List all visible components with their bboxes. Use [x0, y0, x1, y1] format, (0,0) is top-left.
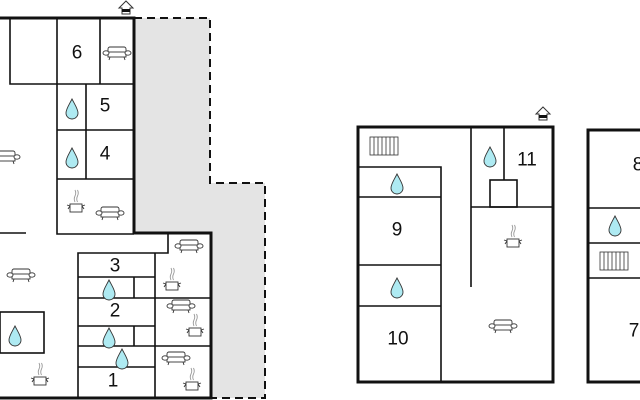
radiator-icon: [599, 251, 629, 271]
sofa-icon: [161, 351, 191, 366]
room-8-label: 8: [633, 155, 640, 176]
sofa-icon: [488, 319, 518, 334]
cooking-pot-icon: [66, 189, 86, 213]
building-left: 6 5 4 3 2 1: [0, 0, 266, 400]
cooking-pot-icon: [503, 224, 523, 248]
sofa-icon: [95, 206, 125, 221]
interior-walls: [588, 207, 640, 279]
sofa-icon: [6, 268, 36, 283]
water-drop-icon: [102, 279, 116, 301]
interior-walls: [0, 18, 211, 398]
entrance-icon: [118, 0, 134, 15]
outer-wall: [586, 128, 640, 384]
room-6-label: 6: [72, 43, 83, 64]
cooking-pot-icon: [185, 313, 205, 337]
room-2-label: 2: [110, 301, 121, 322]
room-4-label: 4: [100, 144, 111, 165]
radiator-icon: [369, 136, 399, 156]
cooking-pot-icon: [30, 362, 50, 386]
outdoor-terrace: [134, 18, 265, 398]
water-drop-icon: [8, 325, 22, 347]
cooking-pot-icon: [182, 367, 202, 391]
outer-wall: [356, 125, 555, 384]
water-drop-icon: [608, 215, 622, 237]
water-drop-icon: [390, 277, 404, 299]
room-9-label: 9: [392, 220, 403, 241]
building-middle: 9 10 11: [356, 106, 555, 384]
room-5-label: 5: [100, 96, 111, 117]
sofa-icon: [174, 239, 204, 254]
room-3-label: 3: [110, 256, 121, 277]
water-drop-icon: [65, 147, 79, 169]
terrace-dashed-border: [134, 17, 266, 399]
room-11-label: 11: [517, 150, 537, 171]
outer-wall: [0, 16, 213, 400]
sofa-icon: [102, 46, 132, 61]
water-drop-icon: [390, 173, 404, 195]
water-drop-icon: [65, 98, 79, 120]
cooking-pot-icon: [162, 267, 182, 291]
building-right: 8 7: [586, 128, 640, 384]
interior-walls: [358, 127, 553, 382]
room-10-label: 10: [387, 329, 408, 350]
room-7-label: 7: [629, 321, 640, 342]
sofa-icon: [0, 150, 21, 165]
sofa-icon: [166, 299, 196, 314]
entrance-icon: [535, 106, 551, 121]
water-drop-icon: [102, 327, 116, 349]
room-1-label: 1: [108, 371, 119, 392]
water-drop-icon: [115, 348, 129, 370]
water-drop-icon: [483, 146, 497, 168]
